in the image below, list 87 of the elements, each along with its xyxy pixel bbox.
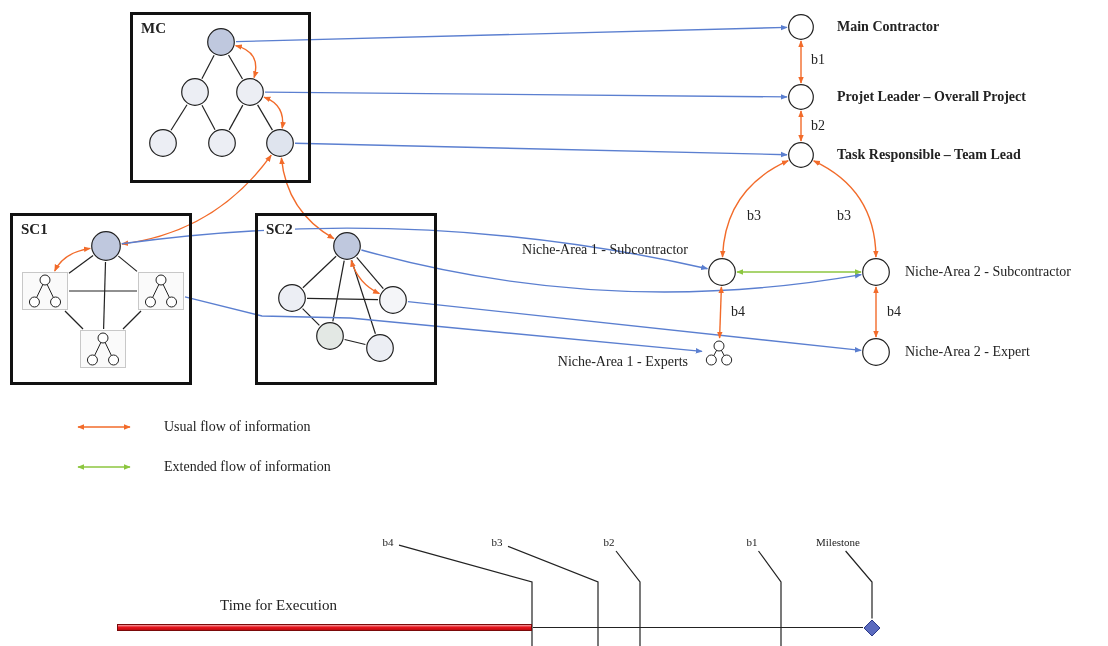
circle-node xyxy=(236,78,264,106)
connector-line xyxy=(306,297,379,301)
arrow xyxy=(798,40,804,84)
connector-line xyxy=(344,338,366,346)
connector-line xyxy=(68,290,138,292)
connector-line xyxy=(302,308,320,326)
node-caption: Projet Leader – Overall Project xyxy=(837,88,1026,106)
timeline-label: b1 xyxy=(742,534,762,550)
tree-icon xyxy=(703,339,735,367)
connector-line xyxy=(117,255,138,272)
tree-box xyxy=(80,330,126,368)
connector-line xyxy=(332,260,345,322)
group-box xyxy=(130,12,311,183)
node-caption: Niche-Area 1 - Experts xyxy=(557,353,688,371)
circle-node xyxy=(278,284,306,312)
timeline-label: Milestone xyxy=(806,534,870,550)
leader-line xyxy=(845,550,873,620)
arrow xyxy=(720,160,789,258)
arrow xyxy=(121,227,709,271)
group-box xyxy=(10,213,192,385)
node-caption: Niche-Area 1 - Subcontractor xyxy=(522,241,688,259)
connector-line xyxy=(351,259,376,335)
group-box xyxy=(255,213,437,385)
connector-line xyxy=(201,104,216,131)
arrow xyxy=(264,91,788,100)
arrow xyxy=(234,44,259,79)
connector-line xyxy=(122,310,142,330)
execution-bar xyxy=(117,624,532,631)
leader-line xyxy=(615,550,641,646)
legend-text: Usual flow of information xyxy=(164,418,311,436)
timeline-label: b2 xyxy=(599,534,619,550)
circle-node xyxy=(207,28,235,56)
connector-line xyxy=(227,54,244,80)
timeline-label: b4 xyxy=(378,534,398,550)
connector-line xyxy=(64,310,84,330)
node-caption: Niche-Area 2 - Expert xyxy=(905,343,1030,361)
arrow xyxy=(798,110,804,142)
arrow xyxy=(294,142,788,158)
connector-line xyxy=(356,256,384,290)
node-caption: Task Responsible – Team Lead xyxy=(837,146,1021,164)
leader-line xyxy=(757,550,782,646)
circle-node xyxy=(208,129,236,157)
circle-node xyxy=(91,231,121,261)
circle-node xyxy=(333,232,361,260)
tree-box xyxy=(138,272,184,310)
arrow xyxy=(717,286,724,339)
arrow xyxy=(360,249,862,293)
circle-node xyxy=(708,258,736,286)
circle-node xyxy=(862,338,890,366)
arrow xyxy=(263,96,286,129)
circle-node xyxy=(181,78,209,106)
circle-node xyxy=(788,84,814,110)
arrow xyxy=(279,157,335,240)
arrow xyxy=(121,154,272,246)
leader-line xyxy=(507,545,599,646)
connector-line xyxy=(228,104,244,131)
node-caption: Main Contractor xyxy=(837,18,940,36)
circle-node xyxy=(149,129,177,157)
circle-node xyxy=(379,286,407,314)
legend-text: Extended flow of information xyxy=(164,458,331,476)
circle-node xyxy=(316,322,344,350)
connector-line xyxy=(68,254,94,274)
arrow xyxy=(813,160,879,258)
connector-line xyxy=(302,255,337,289)
arrow xyxy=(736,269,862,275)
arrow xyxy=(407,300,862,353)
connector-line xyxy=(532,626,864,629)
timeline-caption: Time for Execution xyxy=(220,596,337,614)
tree-box xyxy=(22,272,68,310)
connector-line xyxy=(103,261,107,330)
arrow xyxy=(873,286,879,338)
connector-line xyxy=(201,54,215,80)
connector-line xyxy=(170,104,188,131)
arrow xyxy=(235,24,788,43)
circle-node xyxy=(366,334,394,362)
circle-node xyxy=(788,14,814,40)
leader-line xyxy=(398,544,533,646)
circle-node xyxy=(862,258,890,286)
timeline-label: b3 xyxy=(487,534,507,550)
connector-line xyxy=(257,104,273,131)
node-caption: Niche-Area 2 - Subcontractor xyxy=(905,263,1071,281)
circle-node xyxy=(788,142,814,168)
arrow xyxy=(184,296,703,354)
circle-node xyxy=(266,129,294,157)
arrow xyxy=(350,259,381,295)
arrow xyxy=(54,246,91,272)
milestone-diamond xyxy=(864,619,880,636)
